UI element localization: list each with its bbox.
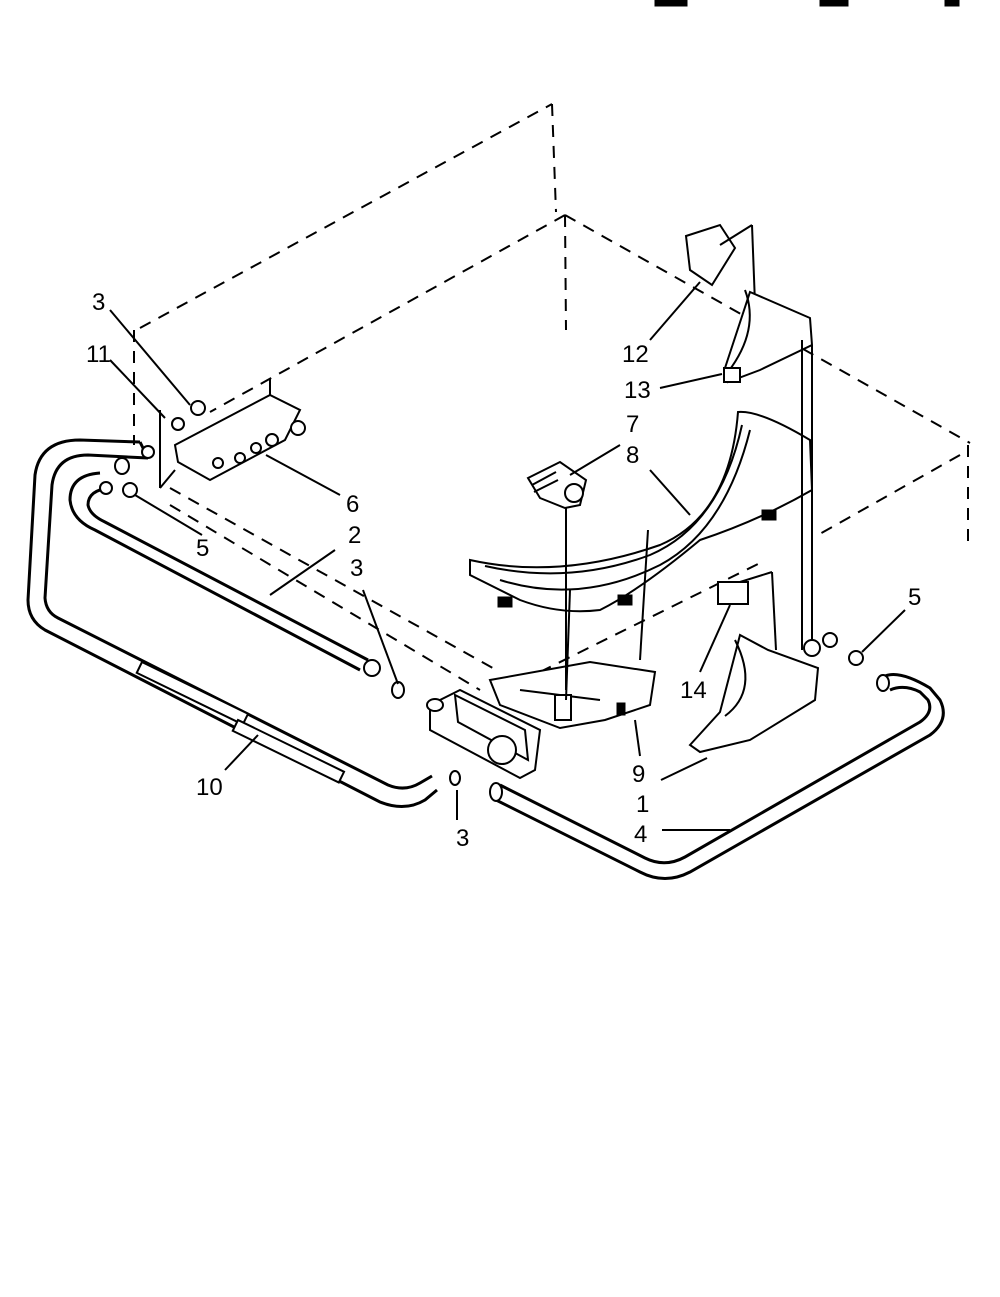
callout-1: 1 bbox=[636, 791, 649, 818]
callout-6: 6 bbox=[346, 491, 359, 518]
callout-5-right: 5 bbox=[908, 584, 921, 611]
callout-14: 14 bbox=[680, 677, 707, 704]
part-12-13-upper-bracket bbox=[684, 223, 814, 650]
callout-11: 11 bbox=[86, 341, 111, 368]
part-4-lower-tube bbox=[489, 673, 945, 880]
callout-7: 7 bbox=[626, 411, 639, 438]
callout-3-middle: 3 bbox=[350, 555, 363, 582]
cropped-header-fragment bbox=[654, 0, 960, 7]
callout-5-left: 5 bbox=[196, 535, 209, 562]
callout-3-top: 3 bbox=[92, 289, 105, 316]
part-10-outer-tube bbox=[26, 438, 438, 808]
callout-2: 2 bbox=[348, 522, 361, 549]
callout-8: 8 bbox=[626, 442, 639, 469]
callout-12: 12 bbox=[622, 341, 649, 368]
callout-4: 4 bbox=[634, 821, 647, 848]
callout-3-bottom: 3 bbox=[456, 825, 469, 852]
callout-labels: 3 11 5 6 2 3 10 3 7 8 12 13 9 14 1 4 5 bbox=[86, 289, 921, 852]
leader-lines bbox=[109, 281, 906, 831]
part-2-inner-tube bbox=[68, 457, 381, 677]
part-6-left-bracket bbox=[99, 378, 306, 498]
callout-9: 9 bbox=[632, 761, 645, 788]
callout-10: 10 bbox=[196, 774, 223, 801]
part-1-14-lower-bracket bbox=[688, 571, 864, 754]
part-8-curved-tray bbox=[469, 410, 814, 701]
part-9-front-block bbox=[391, 660, 657, 786]
callout-13: 13 bbox=[624, 377, 651, 404]
